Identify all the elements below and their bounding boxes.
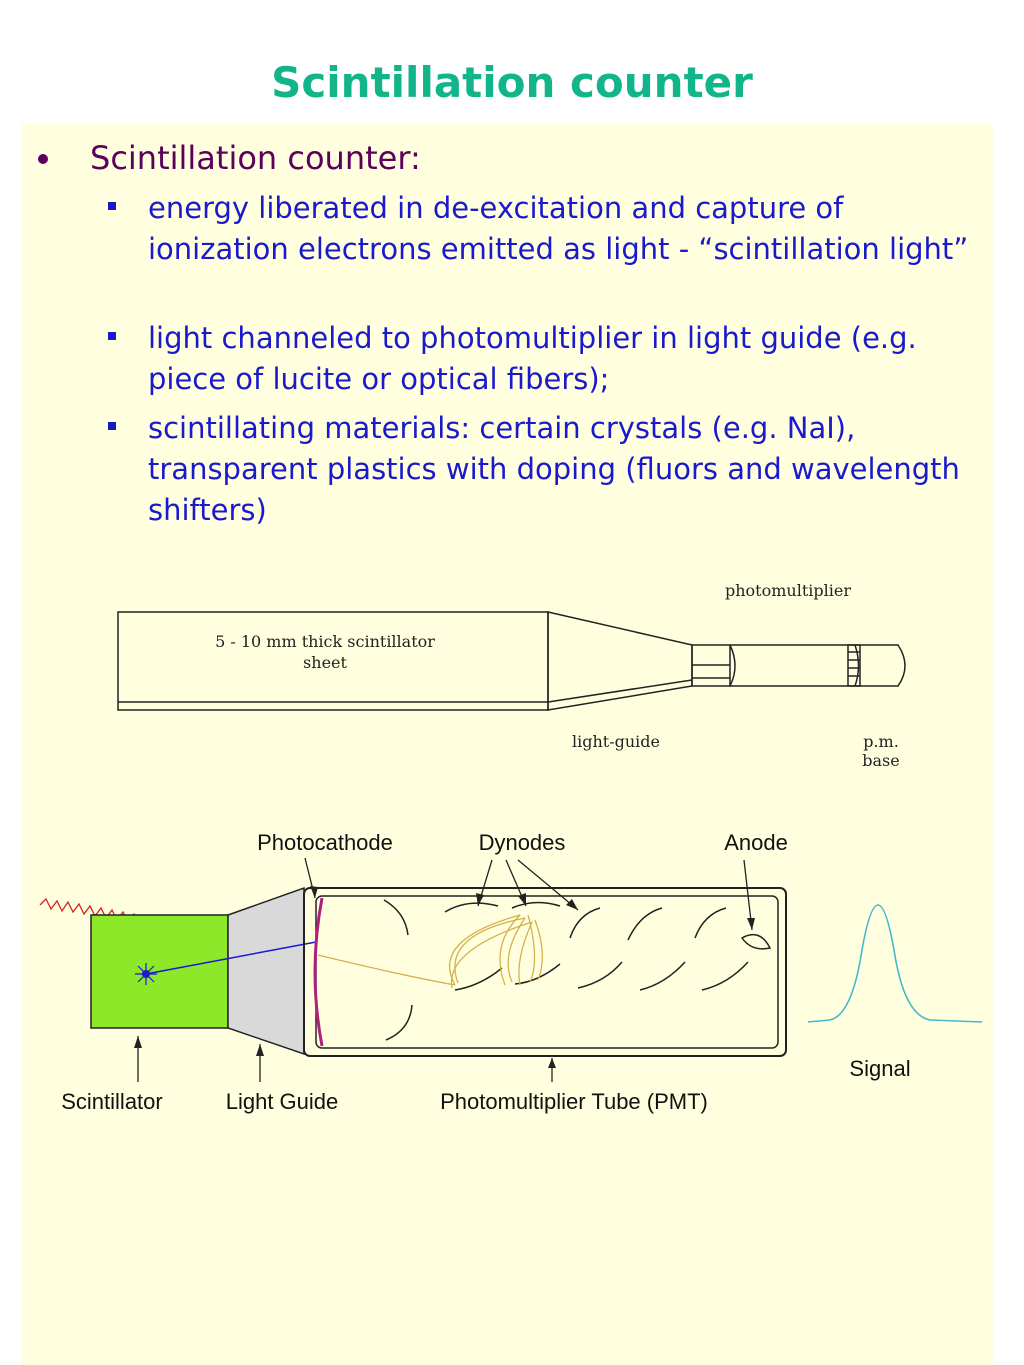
scintillator-assembly-diagram: 5 - 10 mm thick scintillator sheet photo… [117,581,906,770]
bullet-main: Scintillation counter: [38,138,978,178]
bullet-main-text: Scintillation counter: [90,139,421,177]
light-guide-block [227,886,305,1056]
sheet-label-line1: 5 - 10 mm thick scintillator [215,632,435,651]
subbullet-text: energy liberated in de-excitation and ca… [148,191,969,266]
pm-base-pins [847,644,861,687]
subbullet-3: scintillating materials: certain crystal… [108,408,978,531]
square-bullet-icon [108,422,116,430]
light-guide-shape [547,611,693,711]
photocathode-label: Photocathode [257,830,393,855]
pmt-tube-outer [303,887,787,1057]
slide-title: Scintillation counter [271,58,753,107]
subbullet-text: scintillating materials: certain crystal… [148,411,960,527]
electron-cascade-paths [317,914,543,989]
arrowhead-icons [134,886,755,1068]
pm-base-label-line2: base [862,751,899,770]
pm-base-label-line1: p.m. [863,732,899,751]
scintillator-label: Scintillator [61,1089,162,1114]
photomultiplier-label: photomultiplier [725,581,851,600]
subbullet-text: light channeled to photomultiplier in li… [148,321,917,396]
subbullet-1: energy liberated in de-excitation and ca… [108,188,978,270]
pmt-tube-inner [315,895,779,1049]
pmt-label: Photomultiplier Tube (PMT) [440,1089,708,1114]
photocathode-surface [313,897,324,1047]
square-bullet-icon [108,332,116,340]
dynode-array [383,899,749,1041]
signal-label: Signal [849,1056,910,1081]
incoming-particle-track [39,897,140,924]
anode-label: Anode [724,830,788,855]
subbullet-2: light channeled to photomultiplier in li… [108,318,978,400]
photon-path [145,941,317,975]
bullet-dot-icon [38,154,48,164]
pmt-schematic-diagram: Photocathode Dynodes Anode Scintillator … [39,830,983,1114]
light-guide-small-label: light-guide [572,732,660,751]
signal-pulse [807,904,983,1023]
dynodes-label: Dynodes [479,830,566,855]
light-guide-label: Light Guide [226,1089,339,1114]
sheet-label-line2: sheet [303,653,347,672]
square-bullet-icon [108,202,116,210]
content-panel [22,124,993,1365]
anode-element [740,933,772,950]
